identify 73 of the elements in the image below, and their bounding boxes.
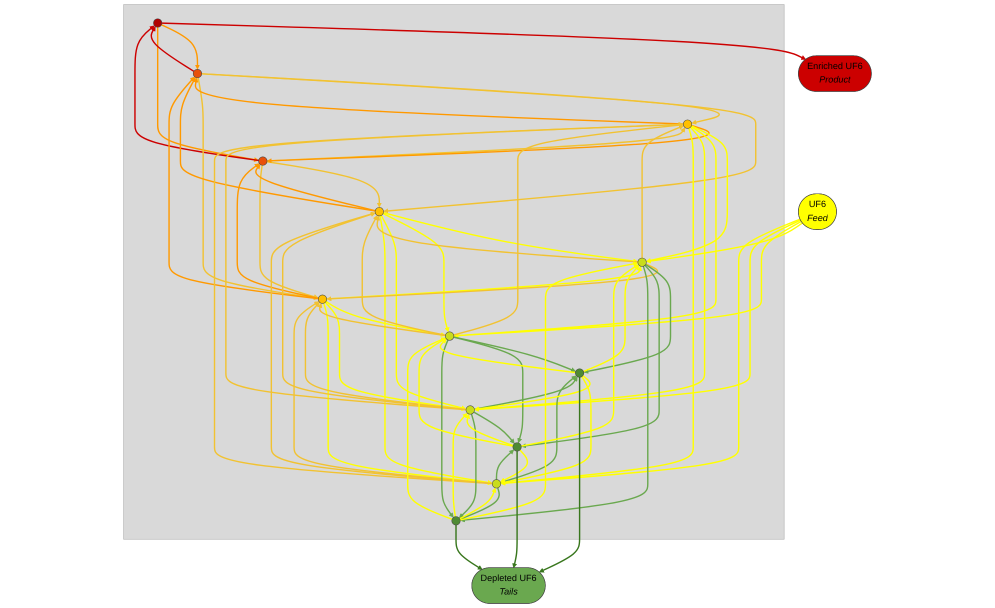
arrow <box>150 26 194 72</box>
node-circle <box>575 368 584 378</box>
node-circle <box>451 516 461 526</box>
arrow <box>539 377 580 572</box>
arrow <box>458 414 477 518</box>
arrow <box>440 338 576 374</box>
arrow <box>168 76 318 300</box>
arrow <box>500 128 694 486</box>
arrow <box>255 164 376 212</box>
arrow <box>474 375 591 412</box>
arrow <box>521 264 639 447</box>
node-circle <box>374 207 384 216</box>
arrow <box>198 78 318 300</box>
arrow <box>452 412 468 517</box>
cluster <box>123 4 784 540</box>
arrow <box>474 412 515 444</box>
arrow <box>270 212 492 484</box>
arrow <box>259 165 319 300</box>
arrow <box>380 215 466 410</box>
arrow <box>326 266 642 300</box>
arrow <box>202 73 756 214</box>
arrow <box>521 264 660 448</box>
arrow <box>266 161 382 208</box>
arrow <box>500 450 528 482</box>
arrow <box>323 303 492 486</box>
arrow <box>180 77 376 212</box>
arrow <box>583 265 640 372</box>
arrow <box>225 122 684 410</box>
arrow <box>641 125 684 258</box>
arrow <box>496 450 514 480</box>
node-circle <box>258 156 268 166</box>
arrow <box>379 216 493 485</box>
node-circle <box>492 479 502 488</box>
arrow <box>500 376 577 484</box>
arrow <box>293 301 492 484</box>
arrow <box>362 215 446 336</box>
arrow <box>646 222 803 264</box>
node-circle <box>318 294 328 304</box>
arrow <box>454 336 576 372</box>
arrow <box>382 212 450 332</box>
arrow <box>584 264 672 374</box>
arrow <box>474 126 706 412</box>
arrow <box>465 414 514 446</box>
arrow <box>512 451 518 568</box>
arrow <box>162 22 806 60</box>
node-circle <box>638 258 647 267</box>
arrow <box>500 218 800 486</box>
node-circle <box>445 332 454 341</box>
node-circle <box>512 442 522 452</box>
arrow <box>214 122 684 484</box>
node-circle <box>192 69 202 78</box>
arrow <box>267 127 686 162</box>
arrow <box>266 124 710 164</box>
arrow <box>326 263 658 302</box>
arrow <box>646 125 728 263</box>
arrow <box>455 525 483 570</box>
arrow <box>236 163 318 299</box>
arrow <box>134 25 259 162</box>
node-circle <box>153 18 162 28</box>
node-circle <box>683 120 692 129</box>
arrow <box>193 78 684 125</box>
arrow <box>474 219 801 412</box>
arrow <box>156 27 259 162</box>
arrow <box>474 376 578 410</box>
arrow <box>161 24 200 70</box>
arrow <box>282 212 466 410</box>
node-circle <box>466 405 475 415</box>
arrow <box>202 73 719 125</box>
arrow <box>500 376 592 485</box>
arrow <box>441 340 454 518</box>
arrow <box>454 336 524 444</box>
arrow <box>407 337 452 520</box>
arrow <box>418 338 514 447</box>
